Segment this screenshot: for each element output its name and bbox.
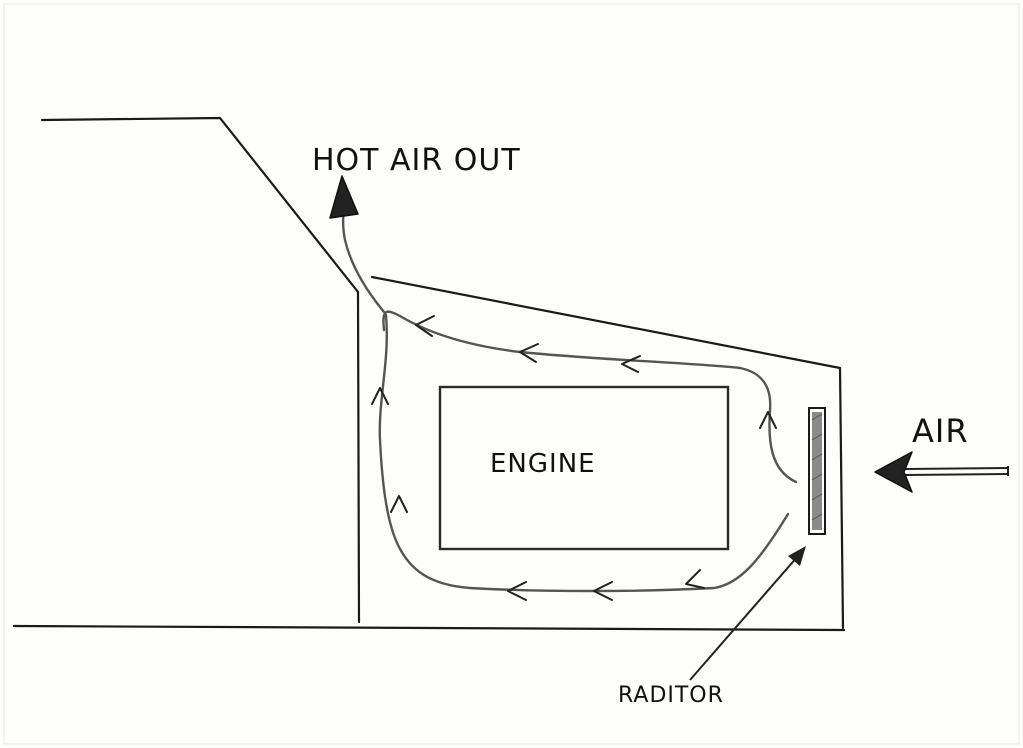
radiator-hatch [811, 493, 823, 501]
radiator [808, 407, 826, 535]
air-arrow-head [874, 451, 913, 493]
hot-air-arrow-head [329, 175, 359, 219]
flow-arrow [519, 343, 539, 363]
air-arrow-shaft [904, 467, 1009, 470]
flow-arrow [507, 581, 527, 601]
flow-arrow [685, 569, 705, 589]
radiator-hatch [811, 413, 823, 421]
airflow-left-path [378, 313, 790, 593]
flow-arrow [621, 355, 641, 373]
radiator-hatch [811, 453, 823, 461]
front-line [838, 366, 845, 630]
flow-arrow [415, 315, 435, 337]
paper-edge [3, 3, 1020, 745]
radiator-label: RADITOR [618, 683, 724, 708]
engine-label: ENGINE [490, 449, 596, 479]
engine-block [438, 385, 730, 551]
hot-air-exit-path [341, 203, 386, 314]
air-arrow-shaft [904, 473, 1009, 476]
hot-air-out-label: HOT AIR OUT [312, 143, 521, 178]
flow-arrow [371, 387, 389, 405]
radiator-pointer-head [788, 546, 806, 566]
ground-line [12, 624, 846, 632]
flow-arrow [759, 411, 777, 429]
radiator-hatch [811, 513, 823, 521]
radiator-pointer-line [689, 555, 799, 681]
air-label: AIR [912, 412, 969, 450]
radiator-hatch [811, 433, 823, 441]
radiator-pointer [689, 546, 806, 681]
cabin-roof-line [40, 116, 360, 294]
firewall-line [356, 290, 361, 624]
hood-line [370, 275, 842, 370]
radiator-core [812, 412, 822, 530]
incoming-air-arrow [874, 451, 1009, 493]
flow-arrow [390, 495, 408, 513]
flow-arrow [593, 581, 613, 601]
radiator-hatch [811, 473, 823, 481]
